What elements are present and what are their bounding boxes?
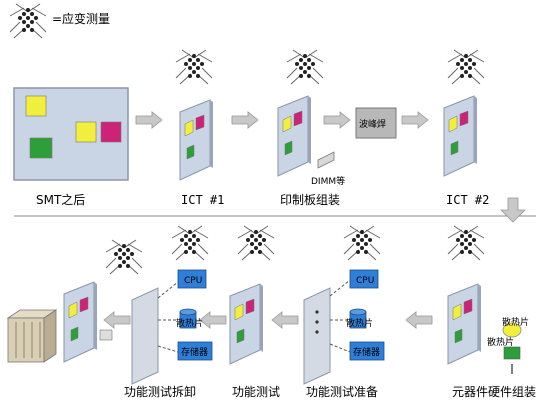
label-heatsink-dis: 散热片 — [176, 317, 203, 329]
arrow-wave-to-ict2 — [401, 111, 429, 129]
heatsink-green — [503, 346, 521, 360]
label-heatsink-right-2: 散热片 — [487, 336, 514, 348]
arrow-smt-to-ict1 — [135, 111, 163, 129]
gauge-disassembly-icon — [171, 225, 209, 261]
rack-unit — [6, 309, 58, 363]
arrow-down — [500, 197, 526, 223]
memory-box-prep — [349, 341, 385, 361]
arrow-disassembly-to-board — [103, 311, 131, 329]
label-func-disassembly: 功能测试拆卸 — [124, 384, 196, 399]
prep-fixture — [303, 287, 331, 385]
label-smt: SMT之后 — [36, 193, 85, 207]
label-heatsink-prep: 散热片 — [346, 317, 373, 329]
arrow-functest-to-disassembly — [199, 311, 227, 329]
label-cpu-prep: CPU — [356, 276, 374, 286]
disassembly-fixture — [131, 287, 159, 385]
smt-board — [13, 87, 129, 181]
link-dis-cpu — [157, 281, 179, 299]
heatsink-yellow — [502, 322, 522, 338]
link-prep-cpu — [329, 279, 351, 297]
label-memory-prep: 存储器 — [353, 346, 380, 358]
label-ict2: ICT #2 — [446, 193, 489, 207]
link-dis-memory — [157, 345, 179, 353]
heatsink-cylinder-dis — [179, 308, 197, 329]
gauge-component-icon — [447, 225, 485, 261]
arrow-component-to-prep — [405, 311, 433, 329]
gauge-functest-icon — [237, 225, 275, 261]
gauge-prep-icon — [343, 225, 381, 261]
cpu-box-dis — [177, 269, 207, 289]
board-functest — [229, 283, 264, 365]
arrow-ict1-to-assembly — [231, 111, 259, 129]
gauge-ict1-icon — [175, 49, 213, 85]
memory-box-dis — [177, 341, 213, 361]
label-dimm: DIMM等 — [311, 175, 345, 187]
board-assembly — [277, 95, 312, 177]
dimm-module — [317, 151, 335, 169]
label-func-prep: 功能测试准备 — [306, 384, 378, 399]
gauge-ict2-icon — [447, 49, 485, 85]
heatsink-cylinder-prep — [349, 308, 367, 329]
label-memory-dis: 存储器 — [181, 346, 208, 358]
gauge-final-icon — [105, 239, 143, 275]
label-cpu-dis: CPU — [184, 276, 202, 286]
board-ict1 — [179, 99, 214, 181]
legend-strain-gauge-icon — [9, 3, 47, 39]
label-wave-solder: 波峰焊 — [359, 118, 386, 130]
wave-solder-box — [355, 107, 397, 139]
link-prep-memory — [329, 343, 351, 353]
board-ict2 — [443, 95, 478, 177]
gauge-assembly-icon — [286, 49, 324, 85]
arrow-assembly-to-wave — [323, 111, 351, 129]
label-ict1: ICT #1 — [181, 193, 224, 207]
cpu-box-prep — [349, 269, 379, 289]
legend-text: =应变测量 — [52, 11, 110, 26]
label-component-assembly: 元器件硬件组装 — [452, 385, 536, 399]
label-pcb-assembly: 印制板组装 — [280, 193, 340, 207]
label-heatsink-right: 散热片 — [502, 316, 529, 328]
board-component — [447, 283, 482, 365]
label-func-test: 功能测试 — [232, 384, 280, 399]
final-part — [99, 329, 113, 341]
arrow-prep-to-functest — [271, 311, 299, 329]
board-final — [63, 281, 98, 363]
